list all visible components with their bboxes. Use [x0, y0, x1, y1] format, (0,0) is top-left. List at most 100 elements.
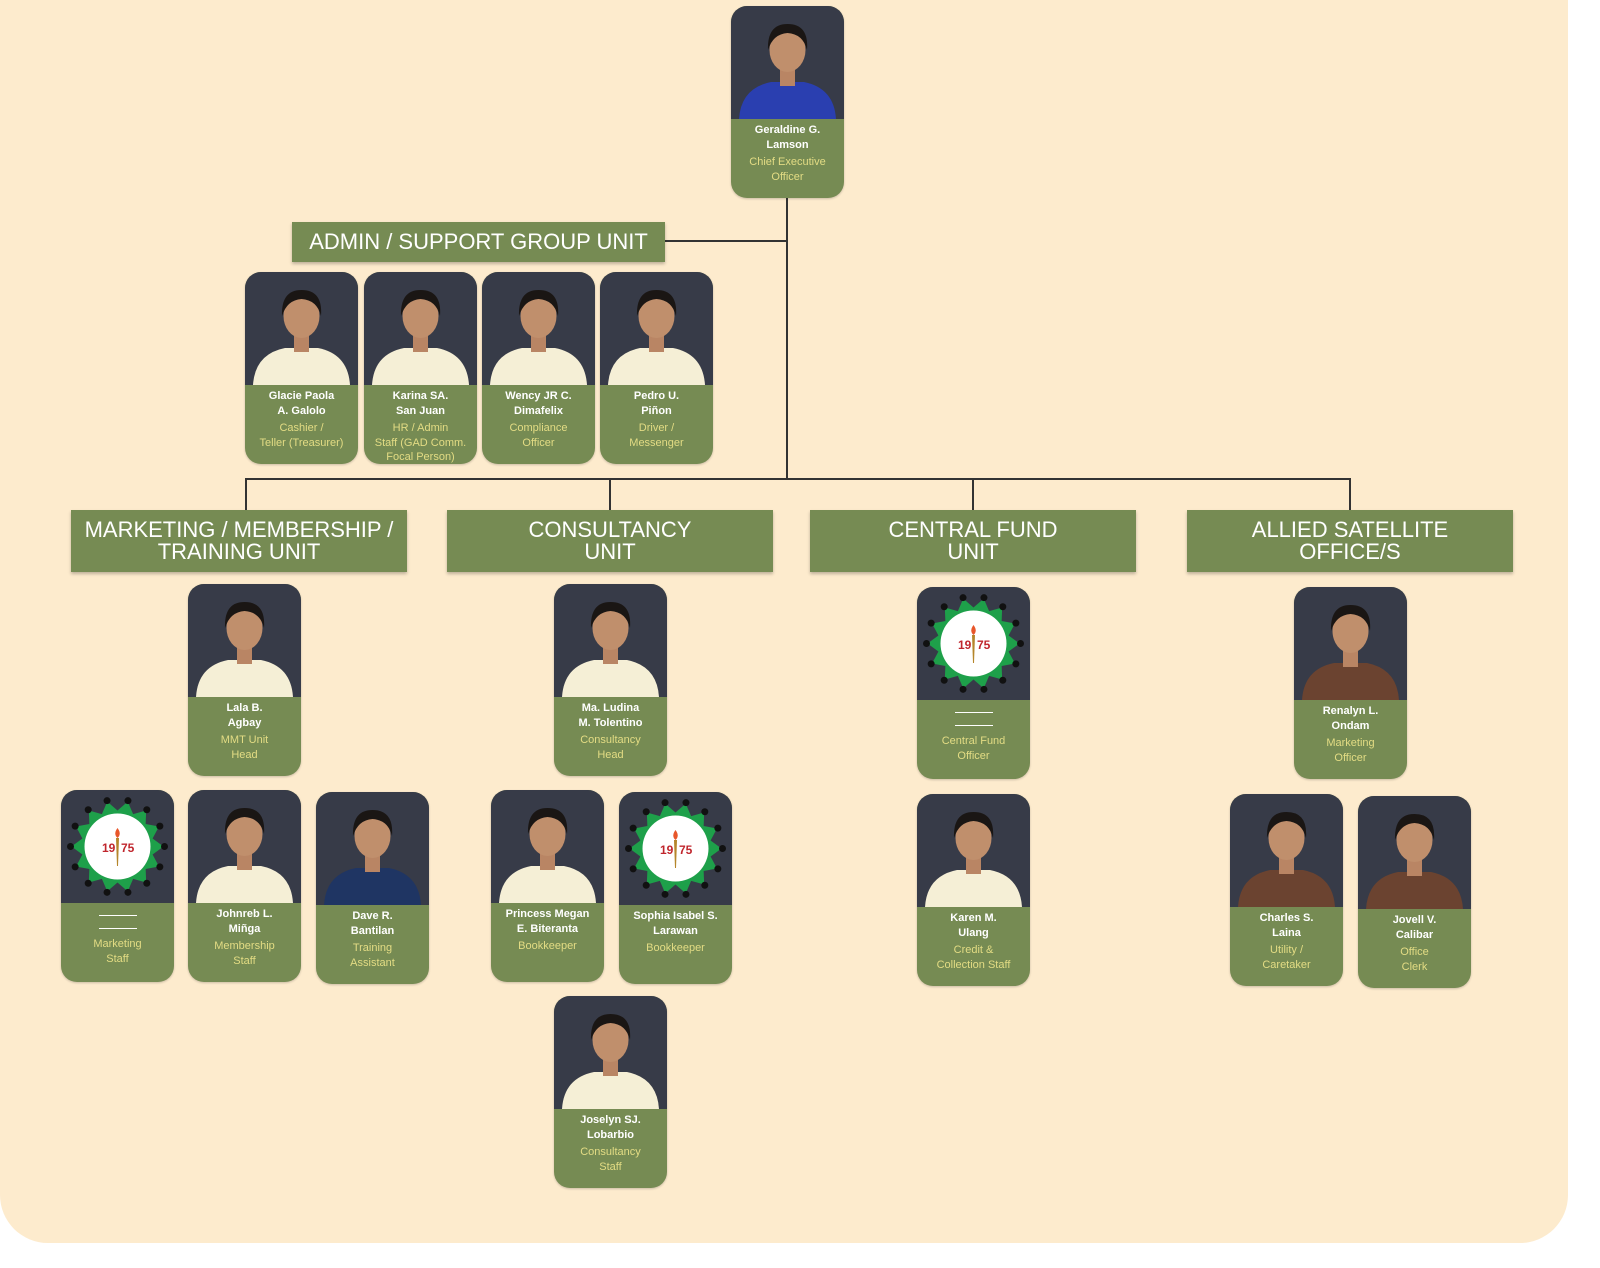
staff-info: Glacie Paola A. Galolo Cashier / Teller … [245, 385, 358, 450]
staff-info: Pedro U. Piñon Driver / Messenger [600, 385, 713, 450]
staff-role: Consultancy Head [580, 734, 641, 761]
staff-role: Driver / Messenger [629, 422, 684, 449]
unit-title: CONSULTANCY UNIT [528, 517, 692, 564]
staff-card: Lala B. Agbay MMT Unit Head [188, 584, 301, 776]
staff-name: Renalyn L. Ondam [1322, 705, 1379, 732]
staff-photo [554, 584, 667, 697]
staff-card: Jovell V. Calibar Office Clerk [1358, 796, 1471, 988]
staff-card: Karina SA. San Juan HR / Admin Staff (GA… [364, 272, 477, 464]
staff-name: Karina SA. San Juan [392, 390, 449, 417]
cooperative-logo: 19 75 [917, 587, 1030, 700]
staff-name: Geraldine G. Lamson [754, 124, 821, 151]
staff-role: Credit & Collection Staff [936, 944, 1011, 971]
staff-photo [482, 272, 595, 385]
staff-role: Office Clerk [1400, 946, 1429, 973]
staff-photo [554, 996, 667, 1109]
staff-role: Bookkeeper [646, 942, 705, 954]
logo-year-left: 19 [958, 638, 972, 652]
staff-info: Joselyn SJ. Lobarbio Consultancy Staff [554, 1109, 667, 1174]
connector-line [1349, 478, 1351, 511]
staff-role: Utility / Caretaker [1262, 944, 1311, 971]
staff-name: Joselyn SJ. Lobarbio [580, 1114, 641, 1141]
staff-info: Geraldine G. Lamson Chief Executive Offi… [731, 119, 844, 184]
unit-title: MARKETING / MEMBERSHIP / TRAINING UNIT [84, 517, 394, 564]
connector-line [245, 478, 1351, 480]
staff-card: Johnreb L. Miñga Membership Staff [188, 790, 301, 982]
unit-title: CENTRAL FUND UNIT [888, 517, 1058, 564]
staff-info: Dave R. Bantilan Training Assistant [316, 905, 429, 970]
staff-card: Renalyn L. Ondam Marketing Officer [1294, 587, 1407, 779]
connector-line [665, 240, 787, 242]
staff-role: HR / Admin Staff (GAD Comm. Focal Person… [374, 422, 467, 463]
staff-name: Sophia Isabel S. Larawan [633, 910, 718, 937]
staff-info: Sophia Isabel S. Larawan Bookkeeper [619, 905, 732, 956]
staff-info: Jovell V. Calibar Office Clerk [1358, 909, 1471, 974]
staff-card: 19 75 Sophia Isabel S. Larawan Bookkeepe… [619, 792, 732, 984]
staff-photo [1230, 794, 1343, 907]
staff-photo [917, 794, 1030, 907]
staff-photo [364, 272, 477, 385]
unit-allied-satellite: ALLIED SATELLITE OFFICE/S [1187, 510, 1513, 572]
staff-photo [600, 272, 713, 385]
staff-name: Dave R. Bantilan [350, 910, 395, 937]
staff-role: Compliance Officer [509, 422, 568, 449]
staff-info: Charles S. Laina Utility / Caretaker [1230, 907, 1343, 972]
staff-card: Karen M. Ulang Credit & Collection Staff [917, 794, 1030, 986]
staff-card: Princess Megan E. Biteranta Bookkeeper [491, 790, 604, 982]
staff-name: Lala B. Agbay [226, 702, 263, 729]
logo-year-left: 19 [102, 841, 116, 855]
staff-info: Karen M. Ulang Credit & Collection Staff [917, 907, 1030, 972]
staff-info: Renalyn L. Ondam Marketing Officer [1294, 700, 1407, 765]
staff-name: Charles S. Laina [1259, 912, 1314, 939]
staff-photo [491, 790, 604, 903]
unit-title: ALLIED SATELLITE OFFICE/S [1251, 517, 1449, 564]
vacant-name-line [98, 915, 137, 916]
staff-card: Charles S. Laina Utility / Caretaker [1230, 794, 1343, 986]
staff-role: Cashier / Teller (Treasurer) [259, 422, 344, 449]
cooperative-logo: 19 75 [61, 790, 174, 903]
unit-central-fund: CENTRAL FUND UNIT [810, 510, 1136, 572]
staff-role: Bookkeeper [518, 940, 577, 952]
staff-card: Pedro U. Piñon Driver / Messenger [600, 272, 713, 464]
staff-card: Glacie Paola A. Galolo Cashier / Teller … [245, 272, 358, 464]
staff-role: Central Fund Officer [941, 735, 1006, 762]
staff-name: Ma. Ludina M. Tolentino [578, 702, 643, 729]
staff-name: Pedro U. Piñon [633, 390, 680, 417]
logo-year-right: 75 [977, 638, 991, 652]
logo-year-right: 75 [121, 841, 135, 855]
cooperative-logo: 19 75 [619, 792, 732, 905]
staff-role: MMT Unit Head [220, 734, 269, 761]
staff-name: Glacie Paola A. Galolo [268, 390, 335, 417]
staff-info: Lala B. Agbay MMT Unit Head [188, 697, 301, 762]
staff-role: Chief Executive Officer [749, 156, 826, 183]
unit-marketing: MARKETING / MEMBERSHIP / TRAINING UNIT [71, 510, 407, 572]
connector-line [609, 478, 611, 511]
staff-info: Karina SA. San Juan HR / Admin Staff (GA… [364, 385, 477, 464]
staff-card: Dave R. Bantilan Training Assistant [316, 792, 429, 984]
staff-name: Karen M. Ulang [950, 912, 997, 939]
staff-photo [188, 584, 301, 697]
staff-photo [731, 6, 844, 119]
org-chart: ADMIN / SUPPORT GROUP UNIT MARKETING / M… [0, 0, 1568, 1243]
staff-photo [316, 792, 429, 905]
staff-card: Ma. Ludina M. Tolentino Consultancy Head [554, 584, 667, 776]
staff-card: Geraldine G. Lamson Chief Executive Offi… [731, 6, 844, 198]
staff-role: Marketing Officer [1326, 737, 1375, 764]
vacant-name-line [98, 928, 137, 929]
staff-info: Wency JR C. Dimafelix Compliance Officer [482, 385, 595, 450]
unit-admin-support: ADMIN / SUPPORT GROUP UNIT [292, 222, 665, 262]
staff-photo [1358, 796, 1471, 909]
staff-info: Princess Megan E. Biteranta Bookkeeper [491, 903, 604, 954]
connector-line [786, 198, 788, 479]
connector-line [972, 478, 974, 511]
staff-card: Joselyn SJ. Lobarbio Consultancy Staff [554, 996, 667, 1188]
staff-role: Training Assistant [350, 942, 395, 969]
staff-name: Princess Megan E. Biteranta [505, 908, 590, 935]
vacant-name-line [954, 712, 993, 713]
staff-name: Jovell V. Calibar [1392, 914, 1437, 941]
staff-name: Johnreb L. Miñga [216, 908, 273, 935]
staff-card: 19 75 Central Fund Officer [917, 587, 1030, 779]
staff-role: Membership Staff [214, 940, 275, 967]
unit-title: ADMIN / SUPPORT GROUP UNIT [309, 229, 648, 254]
staff-info: Marketing Staff [61, 903, 174, 966]
